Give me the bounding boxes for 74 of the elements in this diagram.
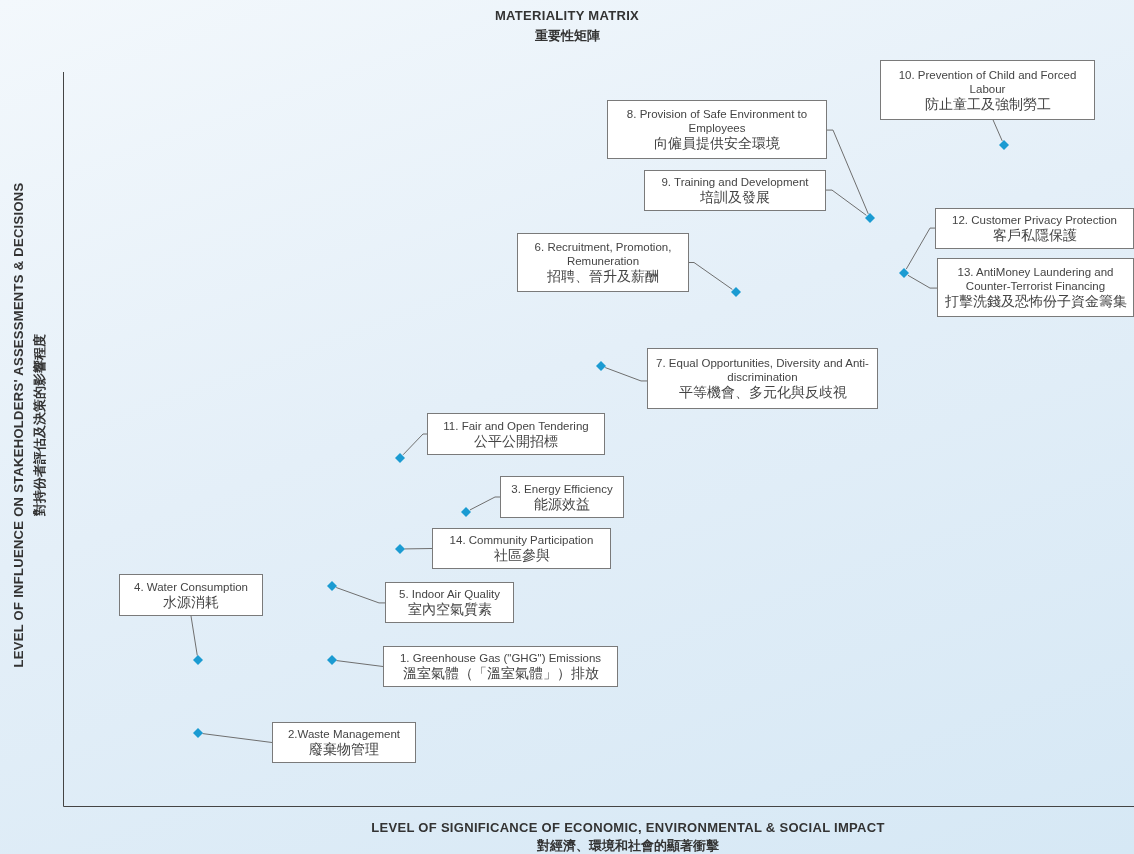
topic-box: [935, 208, 1134, 249]
chart-title-chinese: 重要性矩陣: [533, 27, 601, 45]
data-point: [395, 544, 405, 554]
topic-box: [937, 258, 1134, 317]
topic-box: [644, 170, 826, 211]
leader-line: [201, 733, 273, 743]
data-point: [596, 361, 606, 371]
chart-title: MATERIALITY MATRIX: [493, 8, 641, 23]
topic-label-chinese: 招聘、晉升及薪酬: [546, 268, 660, 285]
leader-line: [907, 274, 938, 289]
data-point: [461, 507, 471, 517]
topic-label-chinese: 溫室氣體（「溫室氣體」）排放: [401, 665, 600, 682]
topic-label: 2.Waste Management: [286, 727, 402, 741]
leader-line: [402, 433, 428, 456]
data-point: [899, 268, 909, 278]
axis-title: LEVEL OF SIGNIFICANCE OF ECONOMIC, ENVIRONMENTAL & SOCIAL IMPACT: [370, 820, 886, 835]
data-point: [193, 728, 203, 738]
leader-line: [404, 548, 433, 550]
topic-label-chinese: 社區參與: [492, 547, 551, 564]
data-point: [865, 213, 875, 223]
topic-label: 10. Prevention of Child and Forced Labour: [897, 67, 1078, 96]
topic-box: [427, 413, 605, 455]
topic-label: 13. AntiMoney Laundering and Counter-Terrorist Financing: [956, 265, 1115, 293]
topic-label: 9. Training and Development: [660, 175, 810, 189]
data-point: [395, 453, 405, 463]
topic-label-chinese: 防止童工及強制勞工: [923, 95, 1052, 113]
topic-label-chinese: 廢棄物管理: [308, 741, 380, 758]
leader-line: [825, 189, 867, 216]
topic-label-chinese: 能源效益: [533, 495, 591, 513]
topic-box: [272, 722, 416, 763]
topic-label-chinese: 水源消耗: [162, 593, 220, 611]
topic-label-chinese: 向僱員提供安全環境: [653, 135, 781, 152]
data-point: [193, 655, 203, 665]
topic-label: 5. Indoor Air Quality: [398, 587, 501, 601]
topic-label-chinese: 公平公開招標: [473, 432, 559, 450]
topic-label-chinese: 培訓及發展: [699, 189, 771, 206]
leader-line: [335, 660, 384, 667]
topic-box: [119, 574, 263, 616]
leader-line: [688, 262, 733, 290]
topic-box: [500, 476, 624, 518]
topic-box: [432, 528, 611, 569]
topic-label: 11. Fair and Open Tendering: [442, 418, 590, 433]
topic-label: 8. Provision of Safe Environment to Employees: [625, 107, 809, 135]
data-point: [999, 140, 1009, 150]
topic-label: 6. Recruitment, Promotion, Remuneration: [533, 240, 673, 268]
leader-line: [992, 119, 1003, 142]
topic-box: [880, 60, 1095, 120]
leader-line: [190, 615, 198, 657]
leader-line: [604, 367, 648, 382]
data-point: [731, 287, 741, 297]
axis-title: LEVEL OF INFLUENCE ON STAKEHOLDERS' ASSESSMENTS & DECISIONS: [10, 182, 26, 668]
topic-box: [517, 233, 689, 292]
topic-label: 7. Equal Opportunities, Diversity and Anti-discrimination: [655, 356, 870, 384]
topic-label: 12. Customer Privacy Protection: [951, 213, 1118, 227]
leader-line: [335, 587, 386, 604]
topic-label-chinese: 室內空氣質素: [406, 601, 493, 618]
topic-box: [607, 100, 827, 159]
topic-box: [647, 348, 878, 409]
topic-label: 14. Community Participation: [448, 533, 595, 547]
topic-box: [385, 582, 514, 623]
topic-label: 4. Water Consumption: [133, 579, 249, 594]
axis-title-chinese: 對持份者評估及決策的影響程度: [31, 334, 48, 516]
topic-box: [383, 646, 618, 687]
axis-title-chinese: 對經濟、環境和社會的顯著衝擊: [536, 837, 720, 854]
leader-line: [826, 129, 869, 215]
topic-label: 1. Greenhouse Gas ("GHG") Emissions: [398, 651, 603, 665]
topic-label: 3. Energy Efficiency: [510, 481, 614, 496]
topic-label-chinese: 平等機會、多元化與反歧視: [677, 384, 848, 401]
leader-line: [469, 496, 501, 511]
leader-line: [905, 227, 936, 270]
topic-label-chinese: 客戶私隱保護: [991, 227, 1078, 244]
topic-label-chinese: 打擊洗錢及恐怖份子資金籌集: [943, 293, 1128, 310]
data-point: [327, 655, 337, 665]
data-point: [327, 581, 337, 591]
